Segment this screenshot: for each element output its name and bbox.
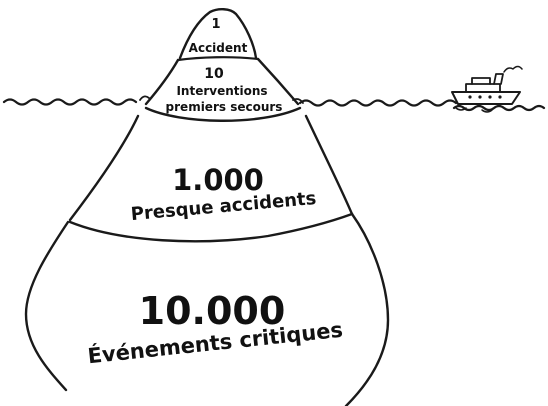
tier2-label-line1: Interventions [176, 84, 267, 98]
tier3-divider [68, 212, 354, 243]
tier2-label-line2: premiers secours [166, 100, 283, 114]
tier3-value: 1.000 [172, 163, 264, 197]
tier4-outline [24, 212, 390, 406]
tier3-outline [68, 114, 354, 222]
tier2-divider [144, 106, 302, 122]
tier2-value: 10 [204, 66, 224, 82]
water-line [2, 98, 546, 112]
tier1-label: Accident [189, 41, 248, 55]
iceberg-peak [178, 8, 258, 60]
tier2-outline [144, 57, 300, 106]
peak-divider [176, 56, 260, 62]
tier4-value: 10.000 [139, 289, 286, 333]
tier1-value: 1 [211, 17, 220, 32]
ship-icon [451, 65, 523, 113]
